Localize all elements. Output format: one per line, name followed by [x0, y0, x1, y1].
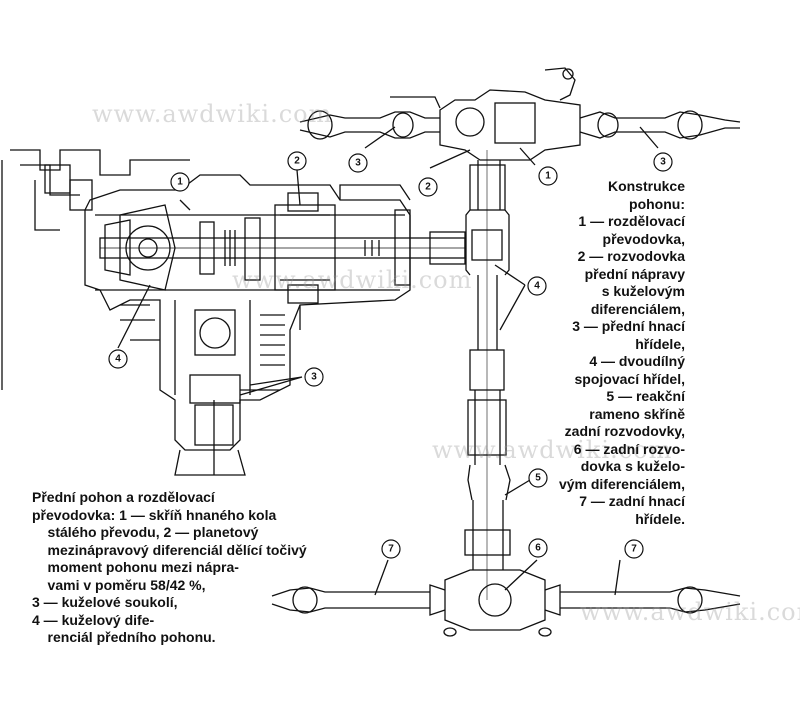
transfer-case-drawing — [1, 149, 466, 476]
right-caption-line: hřídele, — [635, 335, 685, 352]
left-caption-line: 3 — kuželové soukolí, — [32, 594, 178, 610]
drivetrain-schematic — [271, 67, 741, 637]
right-caption-line: 4 — dvoudílný — [589, 353, 685, 369]
right-caption-line: Konstrukce — [607, 178, 685, 194]
left-caption-line: moment pohonu mezi nápra- — [32, 559, 239, 575]
watermark-top: www.awdwiki.com — [92, 100, 333, 128]
callout-2-left: 2 — [294, 156, 300, 167]
right-caption-line: převodovka, — [602, 230, 685, 247]
right-caption-line: pohonu: — [629, 195, 685, 212]
callout-2-right: 2 — [425, 182, 431, 193]
watermark-middle: www.awdwiki.com — [232, 266, 473, 294]
watermark-bottom: www.awdwiki.com — [580, 598, 800, 626]
right-caption-line: 7 — zadní hnací — [579, 493, 685, 509]
right-caption-line: dovka s kuželo- — [580, 458, 685, 474]
callout-3-front-right: 3 — [660, 157, 666, 168]
callout-4-left: 4 — [115, 354, 121, 365]
callout-7-right: 7 — [631, 544, 637, 555]
right-caption-line: 3 — přední hnací — [572, 318, 685, 334]
left-caption-line: převodovka: 1 — skříň hnaného kola — [32, 506, 277, 523]
callout-1-right: 1 — [545, 171, 551, 182]
callout-6: 6 — [535, 543, 541, 554]
right-caption-line: přední nápravy — [584, 265, 685, 282]
right-caption-line: s kuželovým — [601, 283, 685, 299]
right-caption-line: spojovací hřídel, — [574, 370, 685, 387]
right-caption-line: diferenciálem, — [590, 300, 685, 317]
right-caption-line: 2 — rozvodovka — [577, 248, 685, 264]
right-caption-line: 5 — reakční — [606, 388, 685, 404]
watermark-lower: www.awdwiki.com — [432, 436, 673, 464]
right-caption-line: 1 — rozdělovací — [578, 213, 685, 229]
right-caption-line: rameno skříně — [589, 405, 685, 422]
left-caption-line: 4 — kuželový dife- — [32, 611, 155, 628]
left-caption-line: Přední pohon a rozdělovací — [32, 489, 215, 505]
left-caption-line: stálého převodu, 2 — planetový — [32, 524, 259, 540]
left-caption-line: mezinápravový diferenciál dělící točivý — [32, 541, 307, 558]
right-caption-line: hřídele. — [635, 510, 685, 527]
callout-7-left: 7 — [388, 544, 394, 555]
callout-1-left: 1 — [177, 177, 183, 188]
left-caption-line: renciál předního pohonu. — [32, 629, 216, 645]
right-caption-line: 6 — zadní rozvo- — [573, 440, 685, 457]
left-caption-line: vami v poměru 58/42 %, — [32, 576, 206, 593]
callout-5: 5 — [535, 473, 541, 484]
right-caption-line: vým diferenciálem, — [558, 475, 685, 492]
callout-4-right: 4 — [534, 281, 540, 292]
callout-3-front-left: 3 — [355, 158, 361, 169]
callout-3-left: 3 — [311, 372, 317, 383]
right-caption-line: zadní rozvodovky, — [564, 423, 685, 439]
